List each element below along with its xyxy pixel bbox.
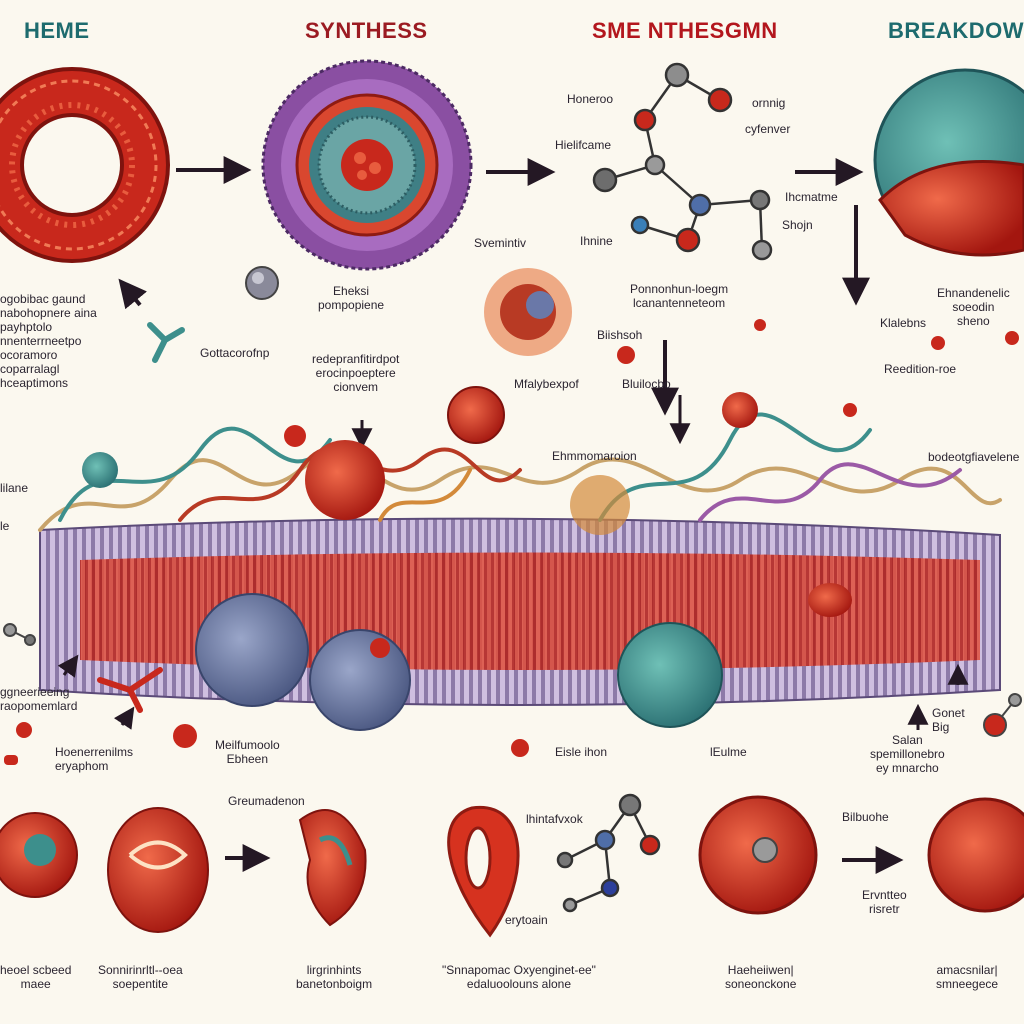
label-bluilocbo: Bluilocbo [622, 377, 671, 391]
spiky-synthesis-complex [263, 61, 471, 269]
label-lilane: lilane [0, 481, 28, 495]
heading-heme: HEME [24, 18, 90, 44]
label-shojn: Shojn [782, 218, 813, 232]
label-gonet: Gonet Big [932, 706, 965, 734]
final-globule [929, 799, 1024, 911]
label-ponnonhun: Ponnonhun-loegm lcanantenneteom [630, 282, 728, 310]
molecule-structure-top [594, 64, 771, 259]
label-ehnandenelic: Ehnandenelic soeodin sheno [937, 286, 1010, 328]
label-heoel: heoel scbeed maee [0, 963, 71, 991]
label-sonnirin: Sonnirinrltl--oea soepentite [98, 963, 183, 991]
label-hoenerrenilms: Hoenerrenilms eryaphom [55, 745, 133, 773]
label-ggneerie: ggneerieeing raopomemlard [0, 685, 77, 713]
side-molecule-right [984, 694, 1021, 736]
label-leulme: lEulme [710, 745, 747, 759]
label-haeheiiwen: Haeheiiwen| soneonckone [725, 963, 796, 991]
embedded-protein-blue-mid [310, 630, 410, 730]
arrow-up-left [122, 283, 140, 305]
heading-sme-nthesgmn: SME NTHESGMN [592, 18, 778, 44]
embedded-protein-blue-left [196, 594, 308, 706]
cell-membrane [40, 519, 1000, 705]
label-bodeot: bodeotgfiavelene [928, 450, 1019, 464]
label-salan: Salan spemillonebro ey mnarcho [870, 733, 945, 775]
label-hielifcame: Hielifcame [555, 138, 611, 152]
red-blob-mid [448, 387, 504, 443]
label-ornnig: ornnig [752, 96, 785, 110]
label-meilfumoolo: Meilfumoolo Ebheen [215, 738, 280, 766]
label-klalebns: Klalebns [880, 316, 926, 330]
arrow-small-left-2 [122, 710, 132, 725]
label-ihnine: Ihnine [580, 234, 613, 248]
embedded-protein-teal [618, 623, 722, 727]
label-le: le [0, 519, 9, 533]
label-mfalybexpof: Mfalybexpof [514, 377, 579, 391]
heading-synthess: SYNTHESS [305, 18, 428, 44]
heading-breakdown: BREAKDOW [888, 18, 1024, 44]
label-lirgrinhints: lirgrinhints banetonboigm [296, 963, 372, 991]
label-snnapomac: "Snnapomac Oxyenginet-ee" edaluoolouns a… [442, 963, 596, 991]
label-honeroo: Honeroo [567, 92, 613, 106]
label-eheksi: Eheksi pompopiene [318, 284, 384, 312]
breakdown-globule [875, 70, 1024, 255]
side-molecule-left [4, 624, 35, 645]
label-biishsoh: Biishsoh [597, 328, 642, 342]
label-reedition: Reedition-roe [884, 362, 956, 376]
label-ogobibac-block: ogobibac gaund nabohopnere aina payhptol… [0, 292, 97, 390]
label-erytoain: erytoain [505, 913, 548, 927]
label-redepran: redepranfitirdpot erocinpoeptere cionvem [312, 352, 399, 394]
label-ihcmatme: Ihcmatme [785, 190, 838, 204]
label-greumadenon: Greumadenon [228, 794, 305, 808]
label-ehmmomaroion: Ehmmomaroion [552, 449, 637, 463]
organelle-left [0, 813, 77, 897]
label-eisle-ihon: Eisle ihon [555, 745, 607, 759]
label-bilbuohe: Bilbuohe [842, 810, 889, 824]
label-amacsnilar: amacsnilar| smneegece [936, 963, 998, 991]
heme-ring [0, 69, 168, 261]
spiky-particle [484, 268, 572, 356]
label-lhintafvxok: lhintafvxok [526, 812, 583, 826]
surface-tangle [40, 414, 1000, 530]
small-molecule-left [150, 325, 182, 360]
curled-organelle [300, 810, 366, 925]
label-cyfenver: cyfenver [745, 122, 790, 136]
brain-like-globule [700, 797, 816, 913]
label-gottacorofnp: Gottacorofnp [200, 346, 269, 360]
red-cell-right [808, 583, 852, 617]
mitochondrion [108, 808, 208, 932]
label-ervntteo: Ervntteo risretr [862, 888, 907, 916]
label-svemintiv: Svemintiv [474, 236, 526, 250]
small-protein-top-left [246, 267, 278, 299]
